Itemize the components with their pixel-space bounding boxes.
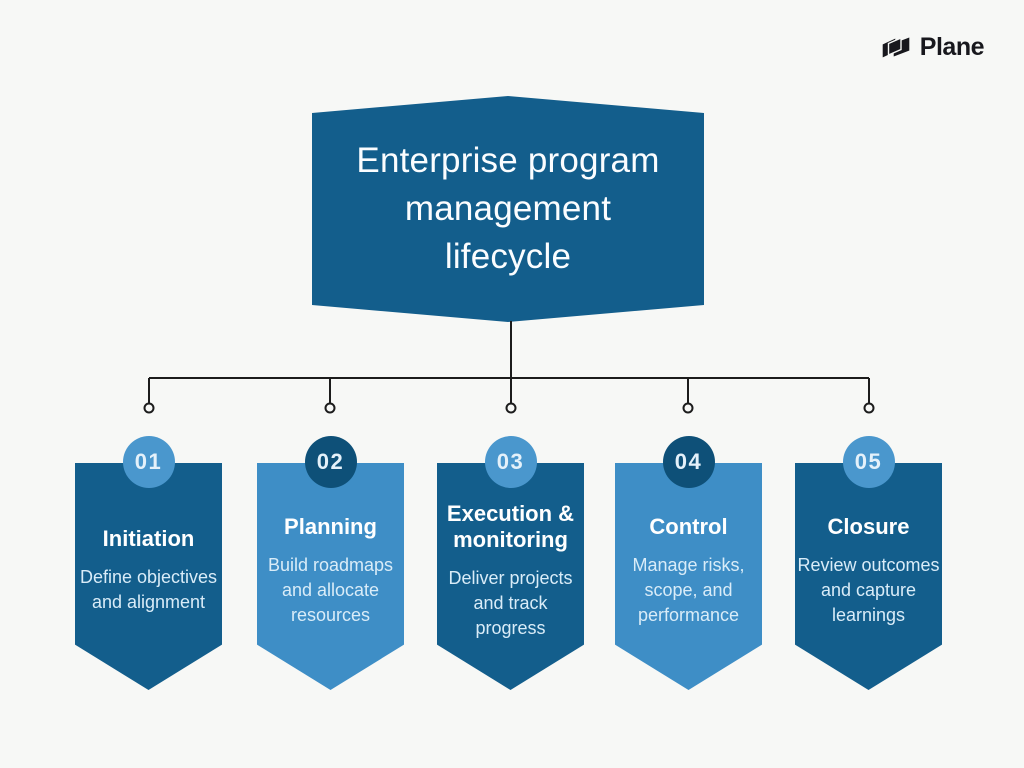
stage-card-initiation: 01 Initiation Define objectives and alig… — [75, 436, 222, 690]
stage-description: Manage risks, scope, and performance — [632, 554, 745, 625]
stage-banner: Closure Review outcomes and capture lear… — [795, 463, 942, 690]
connector-end-dot — [324, 402, 336, 414]
stage-card-execution-monitoring: 03 Execution & monitoring Deliver projec… — [437, 436, 584, 690]
stage-banner: Initiation Define objectives and alignme… — [75, 463, 222, 690]
title-line-3: lifecycle — [444, 237, 572, 276]
connector-end-dot — [505, 402, 517, 414]
brand-name: Plane — [919, 33, 985, 61]
connector-end-dot — [143, 402, 155, 414]
stage-number-badge: 03 — [484, 436, 537, 488]
stage-number-badge: 01 — [122, 436, 175, 488]
stage-title: Planning — [284, 513, 377, 539]
stage-description: Review outcomes and capture learnings — [797, 554, 940, 625]
stage-card-closure: 05 Closure Review outcomes and capture l… — [795, 436, 942, 690]
title-line-1: Enterprise program — [356, 141, 660, 180]
connector-end-dot — [682, 402, 694, 414]
stage-title: Execution & monitoring — [446, 500, 575, 552]
stage-banner: Control Manage risks, scope, and perform… — [615, 463, 762, 690]
stage-title: Control — [649, 513, 728, 539]
stage-description: Define objectives and alignment — [79, 567, 218, 612]
stage-description: Deliver projects and track progress — [448, 567, 573, 638]
stage-number-badge: 04 — [662, 436, 715, 488]
title-line-2: management — [404, 189, 612, 228]
stage-banner: Planning Build roadmaps and allocate res… — [257, 463, 404, 690]
stage-description: Build roadmaps and allocate resources — [267, 554, 394, 625]
stage-number-badge: 02 — [304, 436, 357, 488]
brand-logo: Plane — [880, 33, 985, 62]
plane-logo-icon — [881, 34, 911, 60]
connector-end-dot — [863, 402, 875, 414]
stage-banner: Execution & monitoring Deliver projects … — [437, 463, 584, 690]
stage-number-badge: 05 — [842, 436, 895, 488]
stage-title: Closure — [827, 513, 910, 539]
stage-card-planning: 02 Planning Build roadmaps and allocate … — [257, 436, 404, 690]
title-box: Enterprise program management lifecycle — [312, 96, 704, 322]
stage-card-control: 04 Control Manage risks, scope, and perf… — [615, 436, 762, 690]
stage-title: Initiation — [102, 526, 195, 551]
